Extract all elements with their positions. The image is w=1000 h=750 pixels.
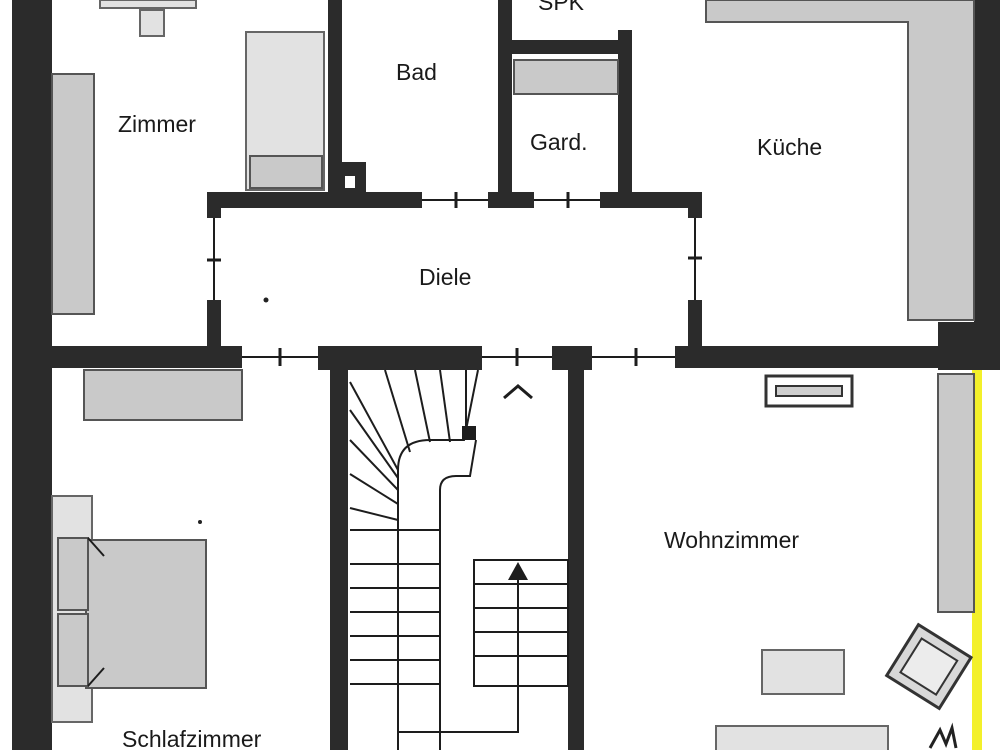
stair-arrow-icon <box>508 562 528 580</box>
room-label-zimmer: Zimmer <box>118 111 196 137</box>
room-label-spk: SPK <box>538 0 585 15</box>
room-label-bad: Bad <box>396 59 437 85</box>
room-label-gard: Gard. <box>530 129 588 155</box>
door-openings <box>207 192 702 366</box>
furniture <box>51 0 975 750</box>
room-label-schlafzimmer: Schlafzimmer <box>122 726 262 750</box>
highlight-edge <box>972 370 982 750</box>
room-label-diele: Diele <box>419 264 471 290</box>
direction-marker-icon <box>503 384 533 400</box>
interior-walls <box>52 0 974 750</box>
room-label-wohnzimmer: Wohnzimmer <box>664 527 799 553</box>
room-label-kueche: Küche <box>757 134 822 160</box>
staircase <box>349 369 569 750</box>
kitchen-counter <box>705 0 975 321</box>
outer-walls <box>12 0 1000 750</box>
